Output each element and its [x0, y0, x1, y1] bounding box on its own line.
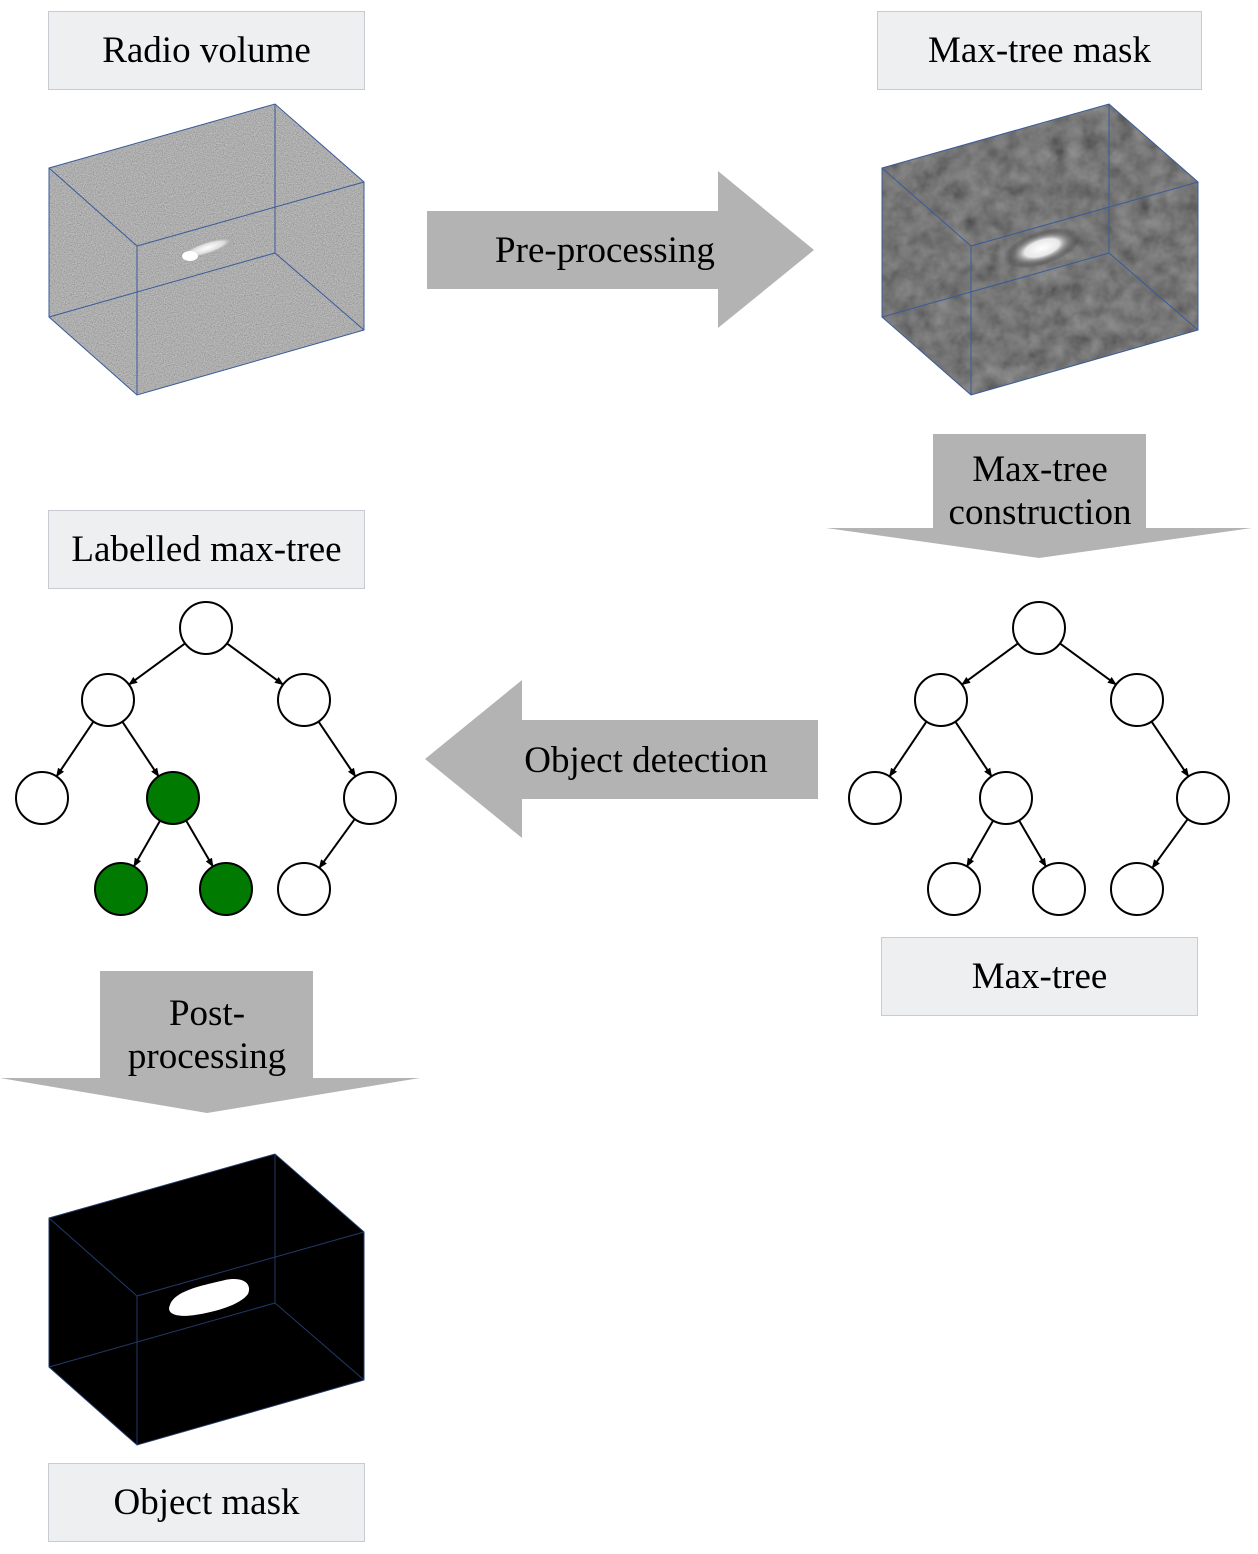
post-processing-line-2: processing [127, 1036, 287, 1077]
tree-edge [317, 721, 357, 778]
tree-node-selected [199, 862, 253, 916]
max-tree-construction-arrow [826, 434, 1252, 558]
tree-node [1110, 673, 1164, 727]
tree-node [15, 771, 69, 825]
max-tree-mask-cube [881, 103, 1199, 396]
tree-edge [1018, 819, 1047, 868]
tree-node [1110, 862, 1164, 916]
tree-node [848, 771, 902, 825]
tree-edge [961, 642, 1019, 686]
tree-edge [318, 818, 356, 869]
pre-processing-step-label: Pre-processing [495, 230, 715, 271]
tree-node [277, 862, 331, 916]
object-detection-step-label: Object detection [524, 740, 768, 781]
tree-node [914, 673, 968, 727]
post-processing-arrow [0, 971, 420, 1113]
tree-edge [185, 819, 214, 868]
tree-node [979, 771, 1033, 825]
max-tree-construction-line-2: construction [948, 492, 1132, 533]
max-tree-graph [848, 601, 1230, 916]
radio-volume-cube [48, 103, 365, 396]
labelled-max-tree-graph [15, 601, 397, 916]
tree-edge [133, 820, 161, 868]
tree-node-selected [146, 771, 200, 825]
object-mask-cube [48, 1153, 365, 1446]
max-tree-construction-step-label: Max-tree construction [900, 448, 1180, 534]
pre-processing-arrow [427, 171, 814, 328]
object-detection-arrow [425, 680, 818, 838]
tree-edge [954, 721, 993, 778]
tree-node [343, 771, 397, 825]
radio-volume-label: Radio volume [48, 11, 365, 90]
tree-edge [128, 642, 186, 686]
tree-node [927, 862, 981, 916]
tree-edge [1150, 721, 1190, 778]
tree-node [179, 601, 233, 655]
tree-edge [888, 721, 928, 778]
tree-edge [1151, 818, 1189, 869]
labelled-max-tree-label: Labelled max-tree [48, 510, 365, 589]
tree-node-selected [94, 862, 148, 916]
tree-node [1012, 601, 1066, 655]
tree-node [1032, 862, 1086, 916]
object-mask-label: Object mask [48, 1463, 365, 1542]
tree-edge [121, 721, 160, 778]
tree-node [1176, 771, 1230, 825]
tree-node [81, 673, 135, 727]
max-tree-mask-label: Max-tree mask [877, 11, 1202, 90]
max-tree-construction-line-1: Max-tree [972, 449, 1108, 490]
tree-node [277, 673, 331, 727]
post-processing-line-1: Post- [168, 993, 246, 1034]
tree-edge [966, 820, 994, 868]
tree-edge [55, 721, 95, 778]
tree-edge [226, 642, 284, 686]
tree-edge [1059, 642, 1117, 686]
max-tree-label: Max-tree [881, 937, 1198, 1016]
post-processing-step-label: Post- processing [87, 992, 327, 1078]
